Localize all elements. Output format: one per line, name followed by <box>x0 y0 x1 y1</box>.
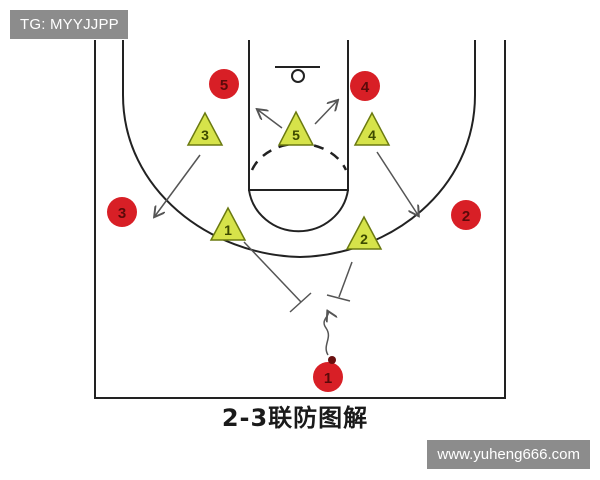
offense-players: 5 4 3 2 1 <box>107 69 481 392</box>
defense-player-5-label: 5 <box>292 127 300 143</box>
defense-player-3-label: 3 <box>201 127 209 143</box>
court-boundary <box>94 40 506 399</box>
defense-player-5: 5 <box>277 110 315 146</box>
free-throw-circle-bottom <box>248 189 349 233</box>
screen-defense-1-cap <box>289 292 312 313</box>
watermark-top-badge: TG: MYYJJPP <box>10 10 128 39</box>
offense-player-4: 4 <box>350 71 380 101</box>
defense-player-2: 2 <box>345 215 383 250</box>
three-point-line <box>122 40 476 259</box>
offense-player-3: 3 <box>107 197 137 227</box>
movement-arrows <box>155 101 418 356</box>
offense-player-3-label: 3 <box>118 205 126 222</box>
offense-player-1: 1 <box>313 356 343 392</box>
defense-player-4-label: 4 <box>368 127 376 143</box>
diagram-caption: 2-3联防图解 <box>221 404 369 432</box>
arrow-defense-3 <box>155 154 201 216</box>
basket-rim <box>291 69 305 83</box>
dribble-path <box>323 312 328 356</box>
arrow-defense-5-right <box>314 101 337 125</box>
offense-player-1-label: 1 <box>324 370 332 387</box>
defense-player-4: 4 <box>353 111 391 146</box>
arrow-defense-5-left <box>258 110 283 129</box>
offense-player-2: 2 <box>451 200 481 230</box>
defense-players: 3 5 4 1 2 <box>186 110 391 250</box>
screen-defense-1 <box>243 241 302 303</box>
free-throw-lane <box>248 40 349 191</box>
free-throw-circle-top <box>250 142 348 171</box>
screen-defense-2 <box>338 261 353 298</box>
defense-player-3: 3 <box>186 111 224 146</box>
screen-defense-2-cap <box>326 294 351 302</box>
offense-player-5: 5 <box>209 69 239 99</box>
defense-player-1-label: 1 <box>224 222 232 238</box>
defense-player-2-label: 2 <box>360 231 368 247</box>
watermark-site-badge: www.yuheng666.com <box>427 440 590 469</box>
arrow-defense-4 <box>376 151 418 215</box>
offense-player-5-label: 5 <box>220 77 228 94</box>
court-lines <box>94 40 506 399</box>
defense-player-1: 1 <box>209 206 247 241</box>
offense-player-4-label: 4 <box>361 79 370 96</box>
offense-player-2-label: 2 <box>462 208 470 225</box>
